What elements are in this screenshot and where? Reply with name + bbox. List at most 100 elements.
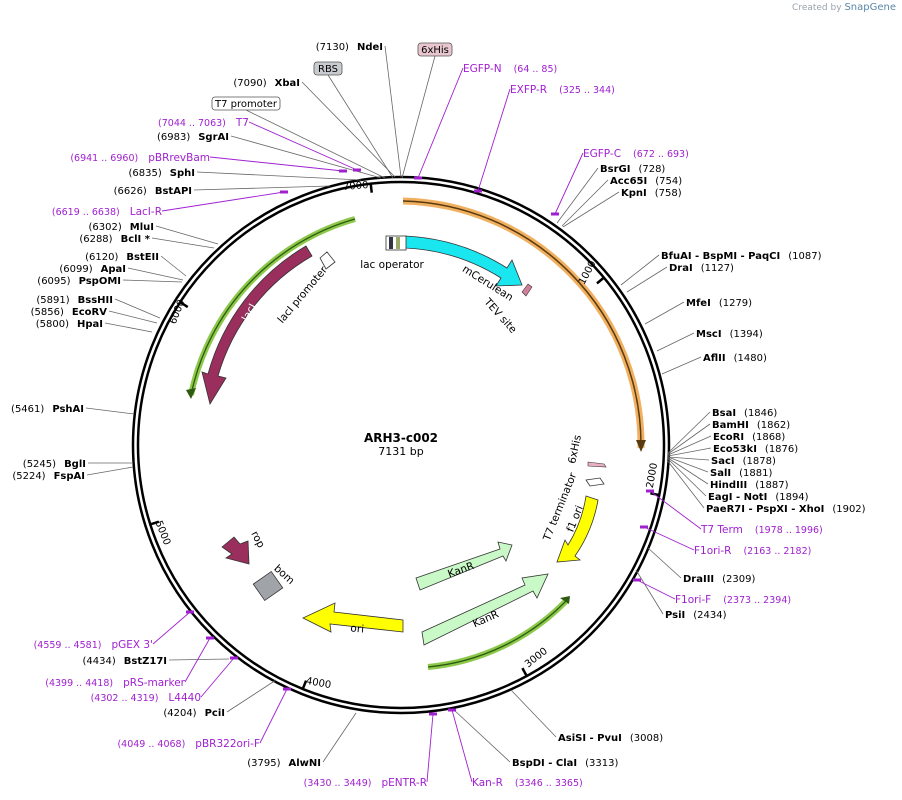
enzyme-label: DraIII(2309) <box>683 574 756 585</box>
enzyme-site-bgli[interactable]: (5245)BglI <box>23 459 133 470</box>
enzyme-site-mfei[interactable]: MfeI(1279) <box>644 298 752 325</box>
enzyme-site-bspdi-clai[interactable]: BspDI - ClaI(3313) <box>453 709 618 769</box>
enzyme-position: (1902) <box>832 504 865 515</box>
primer-pentr-r[interactable]: (3430 .. 3449)pENTR-R <box>304 712 437 790</box>
primer-t7[interactable]: (7044 .. 7063)T7 <box>158 117 361 172</box>
primer-binding-mark <box>353 168 361 172</box>
enzyme-site-sali[interactable]: SalI(1881) <box>667 456 772 479</box>
primer-binding-mark <box>633 578 641 582</box>
enzyme-label: SacI(1878) <box>711 456 776 467</box>
primer-labels: EGFP-N(64 .. 85)EXFP-R(325 .. 344) EGFP-C… <box>34 63 823 789</box>
primer-l4440[interactable]: (4302 .. 4319)L4440 <box>91 656 238 705</box>
primer-kan-r[interactable]: Kan-R(3346 .. 3365) <box>448 708 583 790</box>
enzyme-site-bsai[interactable]: BsaI(1846) <box>667 408 777 454</box>
enzyme-name: BsaI <box>712 408 736 419</box>
enzyme-site-xbai[interactable]: (7090)XbaI <box>233 78 396 178</box>
feature-lac-operator-bar1 <box>389 237 393 249</box>
enzyme-site-draiii[interactable]: DraIII(2309) <box>647 547 756 585</box>
primer-pgex-3[interactable]: (4559 .. 4581)pGEX 3' <box>34 610 194 652</box>
enzyme-site-asisi-pvui[interactable]: AsiSI - PvuI(3008) <box>510 689 663 744</box>
primer-t7-term[interactable]: T7 Term(1978 .. 1996) <box>646 489 823 537</box>
enzyme-site-fspai[interactable]: (5224)FspAI <box>12 466 134 482</box>
enzyme-site-bstz17i[interactable]: (4434)BstZ17I <box>82 656 230 667</box>
feature-label-ori: ori <box>350 622 365 635</box>
primer-name: Kan-R <box>472 777 503 789</box>
enzyme-labels: (7130)NdeI(7090)XbaI(6983)SgrAI(6835)Sph… <box>11 42 866 769</box>
enzyme-site-paer7i-pspxi-xhoi[interactable]: PaeR7I - PspXI - XhoI(1902) <box>666 459 866 515</box>
enzyme-site-bcli[interactable]: (6288)BclI * <box>79 234 215 249</box>
enzyme-site-bfuai-bspmi-paqci[interactable]: BfuAI - BspMI - PaqCI(1087) <box>620 251 822 286</box>
feature-f1-ori <box>556 495 599 563</box>
enzyme-position: (7090) <box>233 78 266 89</box>
enzyme-site-mlui[interactable]: (6302)MluI <box>89 222 219 245</box>
enzyme-site-aflii[interactable]: AflII(1480) <box>661 353 767 375</box>
primer-pbr322ori-f[interactable]: (4049 .. 4068)pBR322ori-F <box>117 687 291 751</box>
primer-prs-marker[interactable]: (4399 .. 4418)pRS-marker <box>45 636 214 690</box>
enzyme-name: DraIII <box>683 574 714 585</box>
primer-name: pBRrevBam <box>148 152 210 164</box>
enzyme-site-bstapi[interactable]: (6626)BstAPI <box>114 185 331 197</box>
primer-laci-r[interactable]: (6619 .. 6638)LacI-R <box>52 190 288 219</box>
enzyme-leader-line <box>667 435 712 456</box>
enzyme-site-bsrgi[interactable]: BsrGI(728) <box>556 164 665 224</box>
feature-tag-rbs[interactable]: RBS <box>313 61 394 179</box>
primer-range: (4399 .. 4418) <box>45 678 113 689</box>
primer-pbrrevbam[interactable]: (6941 .. 6960)pBRrevBam <box>70 152 347 173</box>
ruler-label-6000: 6000 <box>168 298 188 326</box>
enzyme-site-msci[interactable]: MscI(1394) <box>656 329 763 352</box>
enzyme-site-bamhi[interactable]: BamHI(1862) <box>667 420 790 455</box>
primer-binding-mark <box>414 176 422 180</box>
feature-tag-text: 6xHis <box>421 45 449 56</box>
enzyme-site-pcii[interactable]: (4204)PciI <box>163 679 277 719</box>
enzyme-leader-line <box>626 266 668 293</box>
enzyme-leader-line <box>127 267 184 281</box>
enzyme-position: (1279) <box>719 298 752 309</box>
enzyme-site-drai[interactable]: DraI(1127) <box>626 263 734 293</box>
enzyme-label: KpnI(758) <box>621 188 682 199</box>
enzyme-leader-line <box>556 167 599 224</box>
primer-egfp-c[interactable]: EGFP-C(672 .. 693) <box>551 148 689 216</box>
enzyme-site-saci[interactable]: SacI(1878) <box>667 456 776 467</box>
enzyme-label: (5461)PshAI <box>11 404 84 415</box>
enzyme-site-sphi[interactable]: (6835)SphI <box>129 168 362 181</box>
enzyme-leader-line <box>160 255 187 277</box>
enzyme-label: (5245)BglI <box>23 459 86 470</box>
enzyme-site-eagi-noti[interactable]: EagI - NotI(1894) <box>667 458 809 503</box>
enzyme-site-bsshii[interactable]: (5891)BssHII <box>36 295 161 319</box>
primer-f1ori-f[interactable]: F1ori-F(2373 .. 2394) <box>633 578 791 607</box>
enzyme-site-hindiii[interactable]: HindIII(1887) <box>667 457 789 491</box>
enzyme-site-ndei[interactable]: (7130)NdeI <box>316 42 402 178</box>
enzyme-position: (6288) <box>79 234 112 245</box>
enzyme-site-bsteii[interactable]: (6120)BstEII <box>85 252 187 277</box>
enzyme-position: (1876) <box>765 444 798 455</box>
feature-tag-t7-promoter[interactable]: T7 promoter <box>211 96 386 179</box>
primer-exfp-r[interactable]: EXFP-R(325 .. 344) <box>474 84 615 193</box>
primer-leader-line <box>649 490 702 530</box>
primer-label: EXFP-R(325 .. 344) <box>510 84 615 96</box>
enzyme-site-pspomi[interactable]: (6095)PspOMI <box>37 276 183 287</box>
enzyme-site-alwni[interactable]: (3795)AlwNI <box>247 712 357 769</box>
enzyme-site-psii[interactable]: PsiI(2434) <box>635 569 727 621</box>
enzyme-site-kpni[interactable]: KpnI(758) <box>562 188 682 228</box>
primer-leader-line <box>248 121 358 171</box>
enzyme-site-ecorv[interactable]: (5856)EcoRV <box>31 307 158 324</box>
enzyme-site-hpai[interactable]: (5800)HpaI <box>36 319 153 333</box>
enzyme-site-pshai[interactable]: (5461)PshAI <box>11 404 135 415</box>
primer-f1ori-r[interactable]: F1ori-R(2163 .. 2182) <box>640 525 811 558</box>
primer-binding-mark <box>551 212 559 216</box>
enzyme-site-eco53ki[interactable]: Eco53kI(1876) <box>667 444 798 457</box>
enzyme-leader-line <box>667 456 709 473</box>
ruler-tick-1000 <box>596 276 606 285</box>
enzyme-position: (6120) <box>85 252 118 263</box>
enzyme-leader-line <box>168 658 230 661</box>
enzyme-site-apai[interactable]: (6099)ApaI <box>59 264 184 281</box>
primer-binding-mark <box>448 708 456 712</box>
enzyme-site-acc65i[interactable]: Acc65I(754) <box>561 176 682 227</box>
primer-egfp-n[interactable]: EGFP-N(64 .. 85) <box>414 63 557 180</box>
enzyme-site-ecori[interactable]: EcoRI(1868) <box>667 432 785 456</box>
primer-binding-mark <box>646 489 654 493</box>
enzyme-name: SphI <box>170 168 195 179</box>
feature-tag-6xhis[interactable]: 6xHis <box>401 42 453 179</box>
enzyme-leader-line <box>453 709 511 763</box>
feature-tag-leader <box>327 74 394 179</box>
